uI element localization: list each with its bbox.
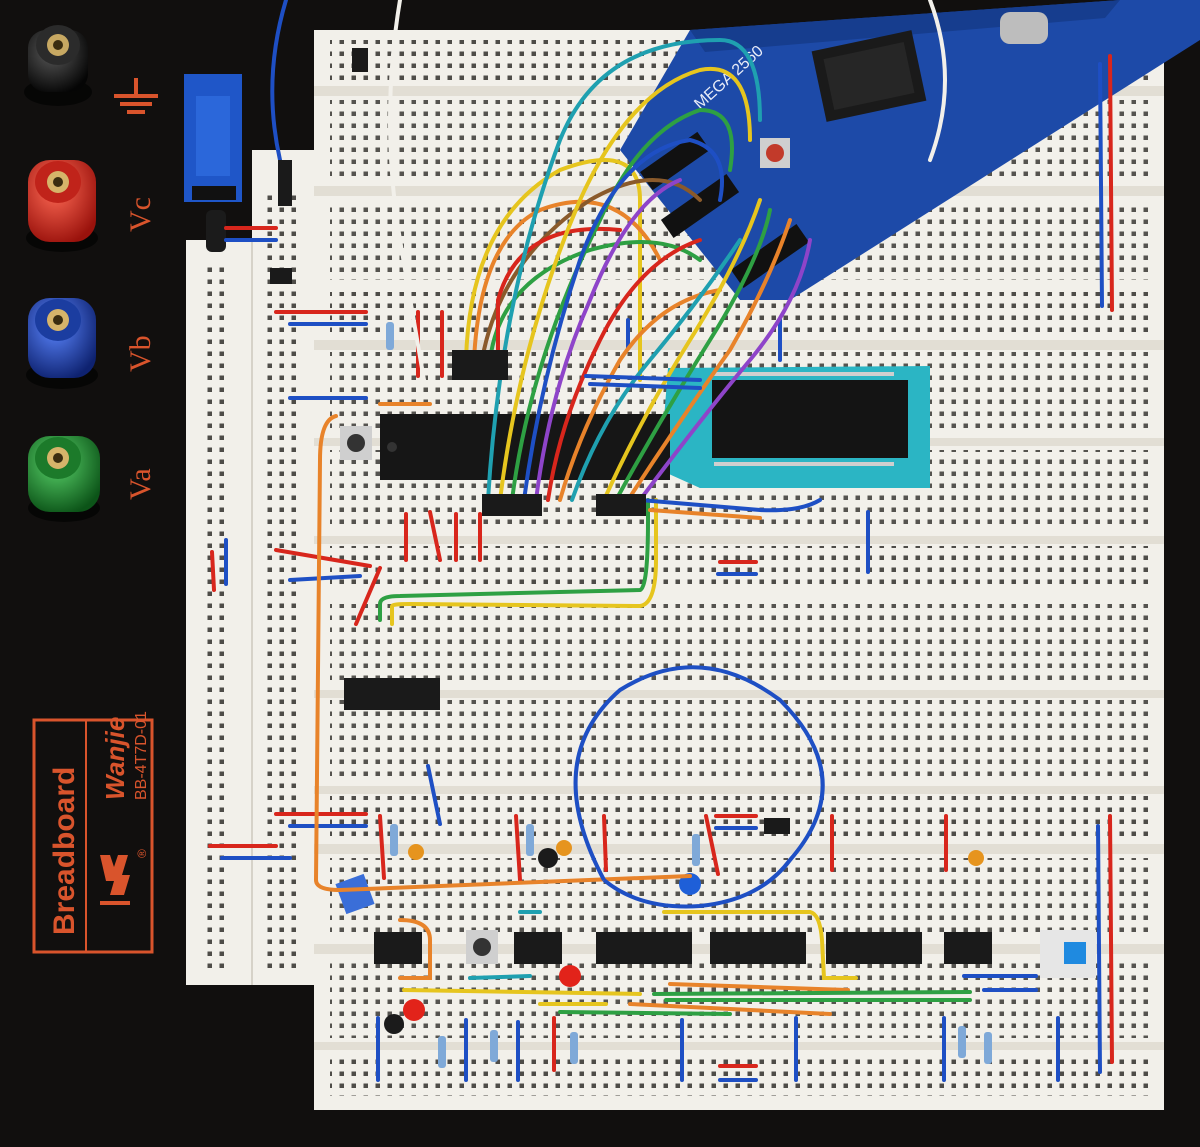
wj-logo-icon: [100, 855, 130, 905]
registered-mark: ®: [135, 849, 149, 858]
binding-post-ground[interactable]: [24, 25, 92, 106]
terminal-label-vb: Vb: [124, 335, 157, 372]
binding-post-vc[interactable]: [26, 160, 98, 252]
push-button-top[interactable]: [340, 426, 372, 460]
ic-mid: [344, 678, 440, 710]
led-blue: [679, 873, 701, 895]
ic-bottom-4: [710, 932, 806, 964]
push-button-bottom[interactable]: [466, 930, 498, 964]
blue-loop-wire: [573, 665, 825, 909]
ic-bottom-5: [826, 932, 922, 964]
capacitors: [206, 210, 984, 1034]
ic-bottom-2: [514, 932, 562, 964]
terminal-label-vc: Vc: [124, 197, 157, 232]
transistor: [764, 818, 790, 834]
resistors: [386, 322, 992, 1068]
binding-post-va[interactable]: [28, 436, 100, 522]
ribbon-jumpers: [270, 0, 947, 520]
binding-post-vb[interactable]: [26, 298, 98, 389]
ic-bottom-6: [944, 932, 992, 964]
blue-module: [184, 74, 242, 202]
slide-switch[interactable]: [1040, 930, 1096, 978]
ic-chips: [344, 678, 992, 964]
zif-socket: [660, 366, 930, 488]
ic-bottom-3: [596, 932, 692, 964]
manufacturer-name: Wanjie: [100, 717, 130, 800]
brand-name: Breadboard: [48, 767, 81, 935]
ic-bottom-1: [374, 932, 422, 964]
model-number: BB-4T7D-01: [133, 711, 150, 800]
header-pins: [270, 48, 646, 516]
brand-badge: Breadboard Wanjie BB-4T7D-01 ®: [32, 711, 154, 954]
led-red-2: [403, 999, 425, 1021]
long-wires: [313, 402, 972, 1016]
led-red-1: [559, 965, 581, 987]
ground-symbol-icon: [114, 78, 158, 114]
short-jumpers: [208, 54, 1114, 1082]
terminal-label-va: Va: [124, 468, 157, 500]
